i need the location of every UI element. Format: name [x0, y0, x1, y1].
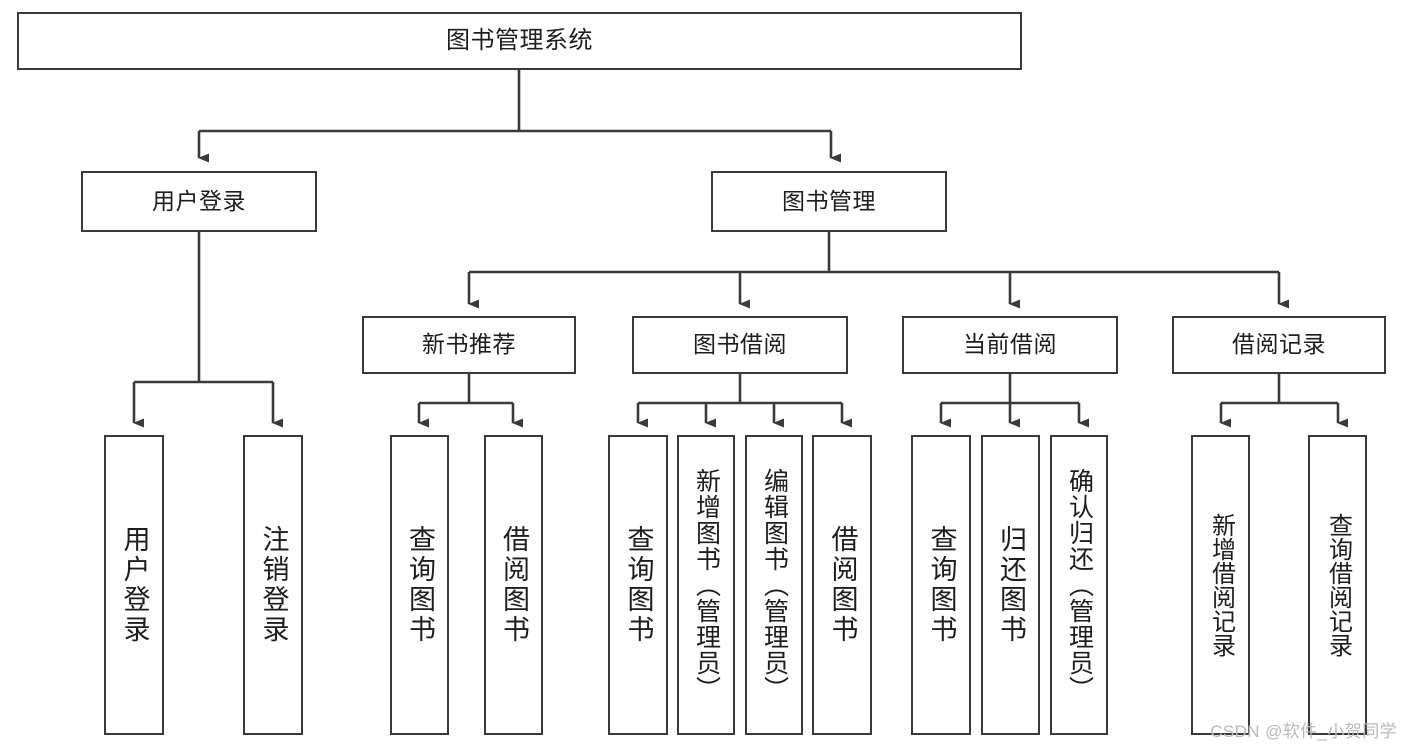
leaf-borrow-book-recommend[interactable]: 借阅图书: [484, 435, 543, 735]
leaf-query-book-current[interactable]: 查询图书: [911, 435, 971, 735]
leaf-confirm-return-admin[interactable]: 确认归还（管理员）: [1050, 435, 1108, 735]
node-root-book-management-system[interactable]: 图书管理系统: [17, 12, 1022, 70]
leaf-logout-login[interactable]: 注销登录: [243, 435, 303, 735]
node-label: 用户登录: [119, 525, 150, 645]
node-book-management[interactable]: 图书管理: [711, 171, 947, 232]
node-label: 新增图书（管理员）: [692, 468, 721, 702]
node-label: 新增借阅记录: [1207, 513, 1235, 657]
node-label: 当前借阅: [963, 331, 1057, 358]
leaf-borrow-book[interactable]: 借阅图书: [812, 435, 872, 735]
node-label: 确认归还（管理员）: [1065, 468, 1094, 702]
node-borrow-record[interactable]: 借阅记录: [1172, 316, 1386, 374]
node-label: 图书管理: [782, 187, 876, 214]
node-label: 注销登录: [258, 525, 289, 645]
node-label: 查询图书: [623, 525, 654, 645]
leaf-query-borrow-record[interactable]: 查询借阅记录: [1308, 435, 1367, 735]
node-current-borrow[interactable]: 当前借阅: [902, 316, 1118, 374]
node-label: 查询图书: [926, 525, 957, 645]
leaf-query-book-recommend[interactable]: 查询图书: [390, 435, 449, 735]
node-label: 借阅图书: [499, 525, 529, 645]
node-label: 用户登录: [152, 187, 246, 214]
node-label: 图书管理系统: [446, 26, 593, 54]
node-label: 归还图书: [996, 525, 1026, 645]
node-label: 新书推荐: [422, 331, 516, 358]
leaf-edit-book-admin[interactable]: 编辑图书（管理员）: [745, 435, 803, 735]
node-label: 查询借阅记录: [1324, 513, 1352, 657]
leaf-add-book-admin[interactable]: 新增图书（管理员）: [677, 435, 735, 735]
leaf-add-borrow-record[interactable]: 新增借阅记录: [1191, 435, 1250, 735]
node-book-borrow[interactable]: 图书借阅: [632, 316, 848, 374]
node-new-book-recommend[interactable]: 新书推荐: [362, 316, 576, 374]
leaf-user-login[interactable]: 用户登录: [104, 435, 164, 735]
csdn-watermark: CSDN @软件_小贺同学: [1210, 722, 1397, 741]
node-label: 借阅记录: [1232, 331, 1326, 358]
node-label: 编辑图书（管理员）: [760, 468, 789, 702]
node-label: 借阅图书: [827, 525, 858, 645]
node-label: 图书借阅: [693, 331, 787, 358]
leaf-return-book[interactable]: 归还图书: [981, 435, 1040, 735]
node-label: 查询图书: [405, 525, 435, 645]
leaf-query-book-borrow[interactable]: 查询图书: [608, 435, 668, 735]
node-user-login[interactable]: 用户登录: [81, 171, 317, 232]
